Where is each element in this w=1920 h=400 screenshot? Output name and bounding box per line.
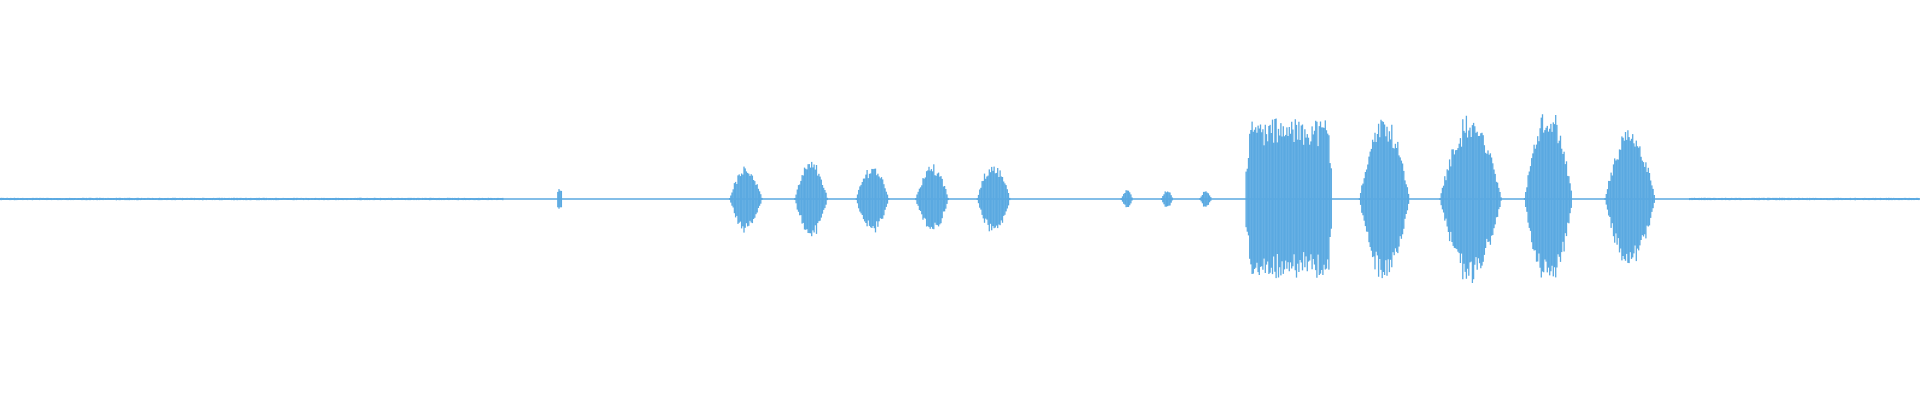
- waveform-segment: [1688, 197, 1920, 201]
- waveform-segment: [1160, 191, 1174, 207]
- waveform-segment: [1199, 191, 1212, 207]
- waveform-segment: [1604, 130, 1655, 264]
- waveform-segment: [915, 164, 949, 230]
- waveform-bars: [0, 114, 1920, 283]
- waveform-segment: [794, 161, 828, 237]
- waveform-segment: [1523, 114, 1572, 278]
- waveform-segment: [1245, 118, 1332, 279]
- waveform-segment: [1120, 190, 1133, 208]
- waveform-segment: [855, 168, 890, 233]
- waveform-segment: [1358, 119, 1410, 279]
- waveform-segment: [1439, 115, 1502, 283]
- waveform-segment: [0, 197, 504, 201]
- waveform-segment: [557, 189, 563, 209]
- waveform-segment: [728, 166, 763, 233]
- waveform-segment: [976, 166, 1011, 232]
